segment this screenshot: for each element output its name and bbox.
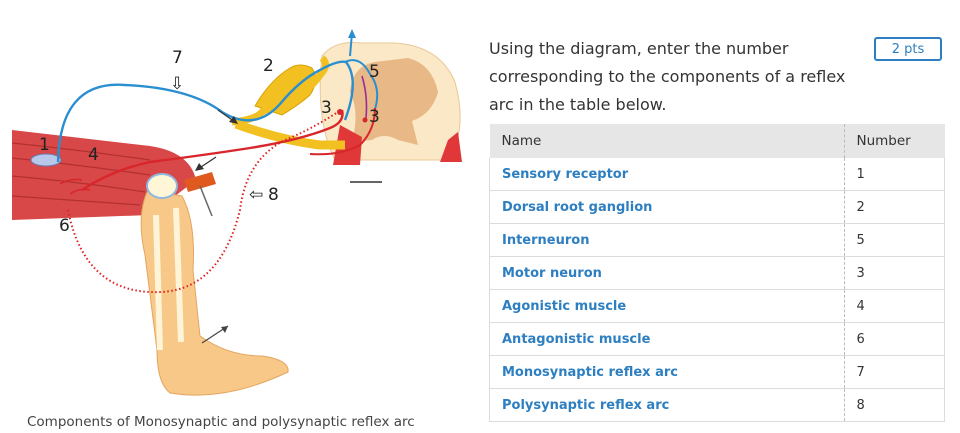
left-arrow-icon: ⇦ [249,185,264,205]
points-badge: 2 pts [874,37,942,61]
interneuron [361,75,368,119]
dorsal-root-ganglion [254,64,316,116]
row-number[interactable]: 3 [843,256,945,290]
row-number[interactable]: 5 [843,223,945,257]
table-row: Motor neuron 3 [489,256,945,290]
leg [140,189,289,396]
row-number[interactable]: 8 [843,388,945,422]
reflex-hammer [184,172,216,192]
reflex-arc-figure: 1 4 6 7 ⇩ 2 3 3 5 ⇦ 8 [0,0,470,433]
question-text: Using the diagram, enter the number corr… [489,39,846,114]
table-header-row: Name Number [489,124,945,158]
table-row: Interneuron 5 [489,223,945,257]
table-row: Monosynaptic reflex arc 7 [489,355,945,389]
label-3a: 3 [321,98,332,118]
label-1: 1 [39,135,50,155]
table-row: Polysynaptic reflex arc 8 [489,388,945,422]
patella [146,173,178,199]
polysynaptic-path [67,111,339,294]
table-row: Dorsal root ganglion 2 [489,190,945,224]
column-header-number: Number [843,124,945,158]
row-number[interactable]: 6 [843,322,945,356]
label-6: 6 [59,216,70,236]
table-row: Antagonistic muscle 6 [489,322,945,356]
table-row: Agonistic muscle 4 [489,289,945,323]
column-header-name: Name [489,124,844,158]
row-name: Motor neuron [489,256,844,290]
row-name: Interneuron [489,223,844,257]
down-arrow-icon: ⇩ [170,74,185,94]
row-name: Antagonistic muscle [489,322,844,356]
label-2: 2 [263,56,274,76]
spinal-cord [319,42,462,183]
figure-caption: Components of Monosynaptic and polysynap… [27,414,415,430]
row-name: Polysynaptic reflex arc [489,388,844,422]
label-4: 4 [88,145,99,165]
motor-neuron [81,109,344,191]
muscle-spindle [30,153,62,167]
label-7: 7 [172,48,183,68]
row-name: Agonistic muscle [489,289,844,323]
row-number[interactable]: 1 [843,158,945,191]
row-number[interactable]: 2 [843,190,945,224]
label-3b: 3 [369,107,380,127]
components-table: Name Number Sensory receptor 1 Dorsal ro… [489,124,945,422]
row-number[interactable]: 7 [843,355,945,389]
label-5: 5 [369,62,380,82]
row-number[interactable]: 4 [843,289,945,323]
label-8: 8 [268,185,279,205]
row-name: Monosynaptic reflex arc [489,355,844,389]
reflex-arc-diagram [11,29,462,396]
table-row: Sensory receptor 1 [489,158,945,191]
row-name: Dorsal root ganglion [489,190,844,224]
row-name: Sensory receptor [489,158,844,191]
